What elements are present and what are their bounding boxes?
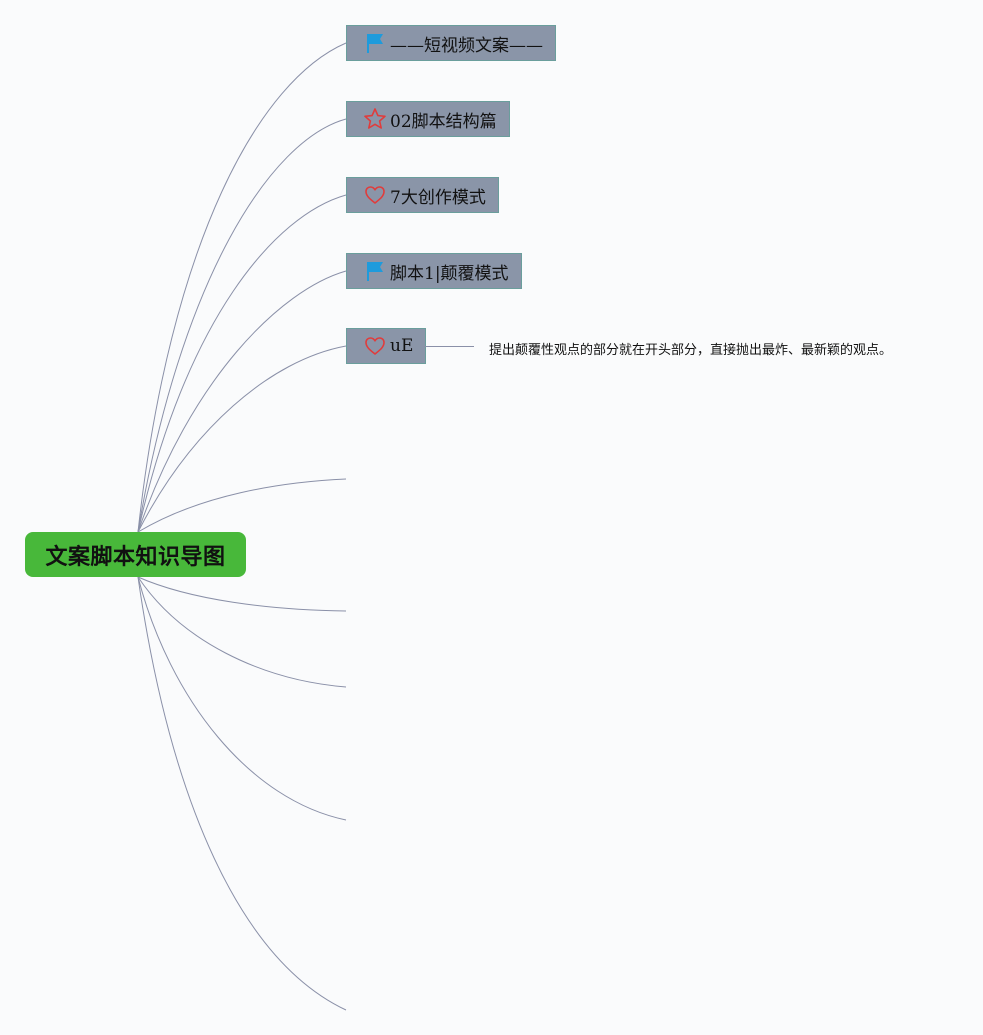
note-connector bbox=[424, 346, 474, 347]
topic-script-structure[interactable]: 02脚本结构篇 bbox=[346, 101, 510, 137]
topic-creation-modes[interactable]: 7大创作模式 bbox=[346, 177, 499, 213]
branch-line-9 bbox=[137, 576, 347, 821]
topic-label: 脚本1|颠覆模式 bbox=[390, 263, 509, 284]
flag-icon bbox=[363, 259, 387, 283]
central-topic-label: 文案脚本知识导图 bbox=[45, 544, 226, 570]
branch-line-7 bbox=[137, 576, 347, 612]
topic-subversion-mode[interactable]: 脚本1|颠覆模式 bbox=[346, 253, 522, 289]
note-text[interactable]: 提出颠覆性观点的部分就在开头部分，直接抛出最炸、最新颖的观点。 bbox=[489, 343, 893, 358]
topic-ue[interactable]: uE bbox=[346, 328, 427, 364]
branch-line-2 bbox=[137, 118, 347, 533]
heart-icon bbox=[363, 183, 387, 207]
central-topic[interactable]: 文案脚本知识导图 bbox=[25, 532, 246, 577]
topic-short-video-copy[interactable]: ——短视频文案—— bbox=[346, 25, 556, 61]
branch-line-4 bbox=[137, 270, 347, 533]
topic-label: ——短视频文案—— bbox=[390, 35, 543, 56]
topic-label: uE bbox=[390, 336, 414, 356]
flag-icon bbox=[363, 31, 387, 55]
branch-line-3 bbox=[137, 194, 347, 533]
star-icon bbox=[363, 107, 387, 131]
branch-line-8 bbox=[137, 576, 347, 688]
branch-line-5 bbox=[137, 345, 347, 533]
branch-line-6 bbox=[137, 478, 347, 533]
branch-line-10 bbox=[137, 576, 347, 1011]
topic-label: 7大创作模式 bbox=[390, 187, 486, 208]
heart-icon bbox=[363, 334, 387, 358]
branch-line-1 bbox=[137, 42, 347, 533]
topic-label: 02脚本结构篇 bbox=[390, 111, 497, 132]
